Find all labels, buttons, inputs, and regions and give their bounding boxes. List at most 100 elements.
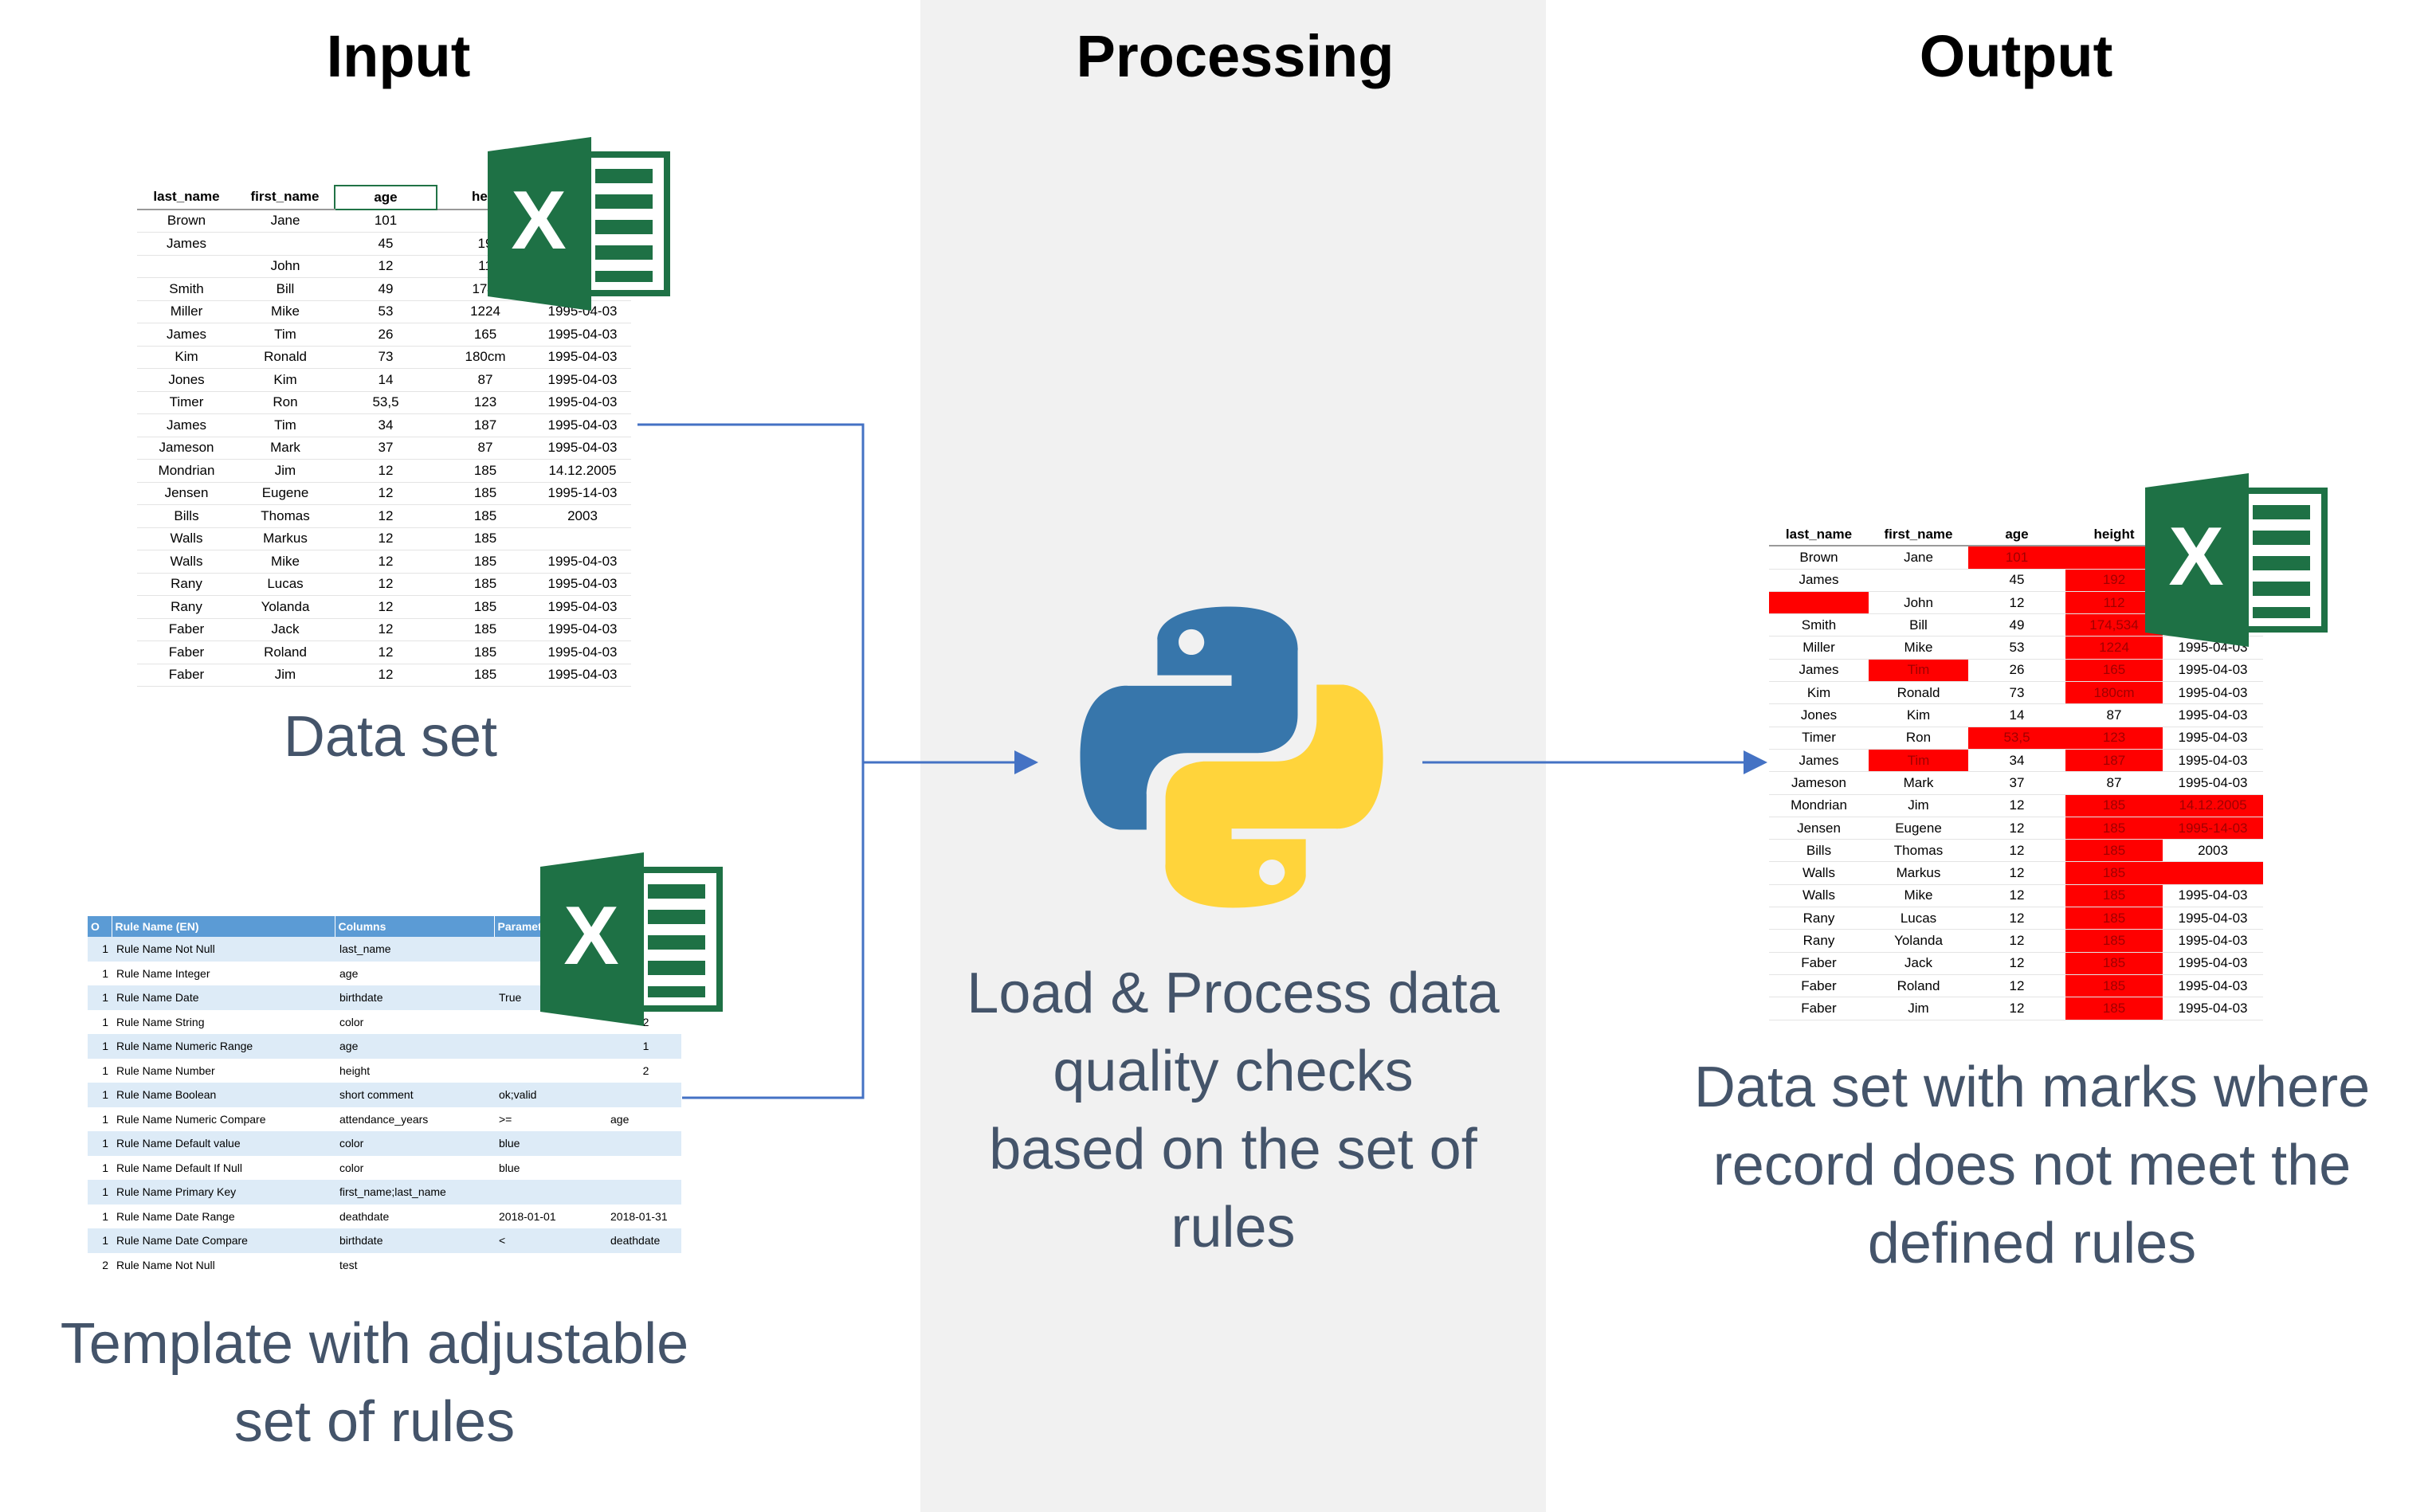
table-cell: Mark (236, 437, 335, 460)
flagged-cell: 185 (2065, 817, 2163, 840)
table-cell: Walls (137, 550, 236, 574)
table-cell: Eugene (1869, 817, 1968, 840)
table-cell: 1995-04-03 (534, 437, 631, 460)
table-cell: 12 (335, 640, 437, 664)
table-cell: 1 (102, 1161, 108, 1174)
flagged-cell: 185 (2065, 861, 2163, 885)
table-cell: 87 (2065, 771, 2163, 795)
table-cell: Kim (236, 368, 335, 392)
table-cell: 1995-04-03 (2163, 929, 2263, 953)
table-cell: 34 (1968, 749, 2065, 773)
table-cell: >= (499, 1112, 512, 1126)
table-cell: 12 (1968, 974, 2065, 998)
table-cell (494, 1253, 606, 1278)
column-header: last_name (137, 186, 236, 210)
table-cell (606, 1180, 681, 1205)
flagged-cell: 185 (2065, 839, 2163, 863)
table-cell: short comment (335, 1083, 494, 1107)
table-cell: Tim (236, 413, 335, 437)
table-cell: 1 (88, 1131, 112, 1156)
table-cell: age (339, 966, 359, 980)
table-cell: 1 (102, 1015, 108, 1028)
table-cell: Faber (1769, 997, 1869, 1020)
table-cell: Markus (236, 527, 335, 550)
table-row: 2 Rule Name Not Null test (88, 1253, 681, 1278)
table-cell: Rule Name Not Null (116, 1258, 215, 1271)
table-cell: 12 (1968, 952, 2065, 975)
table-cell: 87 (437, 437, 534, 460)
table-cell: age (610, 1112, 630, 1126)
flagged-cell: 101 (1968, 546, 2065, 570)
table-cell: Mike (1869, 884, 1968, 908)
table-cell: 45 (335, 232, 437, 256)
table-cell: James (137, 413, 236, 437)
table-cell: 12 (1968, 997, 2065, 1020)
table-cell: 12 (1968, 794, 2065, 817)
table-cell: Walls (1769, 884, 1869, 908)
table-cell: 2 (102, 1258, 108, 1271)
table-cell: 12 (335, 595, 437, 619)
table-cell: Mark (1869, 771, 1968, 795)
caption-line: quality checks (1053, 1040, 1414, 1103)
table-cell: 185 (437, 527, 534, 550)
table-cell (606, 1253, 681, 1278)
table-cell: 1995-04-03 (534, 413, 631, 437)
table-cell: Rule Name Default value (112, 1131, 335, 1156)
table-cell: Tim (236, 323, 335, 347)
table-cell: 12 (1968, 929, 2065, 953)
table-cell: 1995-04-03 (534, 618, 631, 641)
table-cell: 1995-04-03 (2163, 974, 2263, 998)
caption-line: set of rules (233, 1390, 516, 1454)
table-cell: 1995-04-03 (534, 391, 631, 414)
table-cell: color (339, 1015, 364, 1028)
table-cell: Kim (1769, 681, 1869, 705)
table-cell: deathdate (339, 1209, 390, 1223)
table-cell: Jensen (1769, 817, 1869, 840)
table-cell: 1995-04-03 (2163, 681, 2263, 705)
table-cell (137, 255, 236, 278)
table-cell: 185 (437, 504, 534, 528)
table-cell: John (1869, 591, 1968, 615)
table-cell: 101 (335, 209, 437, 233)
table-cell: 185 (437, 573, 534, 596)
table-cell: Jameson (137, 437, 236, 460)
table-cell: Miller (1769, 636, 1869, 660)
table-cell: 185 (437, 550, 534, 574)
table-cell: 1995-04-03 (2163, 884, 2263, 908)
table-cell: 1995-04-03 (534, 346, 631, 369)
table-cell: 1 (88, 985, 112, 1010)
caption-line: Data set with marks where (1693, 1056, 2371, 1119)
processing-heading: Processing (1076, 23, 1395, 89)
caption-line: based on the set of (989, 1118, 1477, 1181)
table-cell: test (339, 1258, 358, 1271)
table-cell: attendance_years (339, 1112, 429, 1126)
flagged-cell: Tim (1869, 749, 1968, 773)
flagged-cell: 1995-14-03 (2163, 817, 2263, 840)
excel-icon: X (2145, 473, 2328, 647)
table-cell (494, 1034, 606, 1059)
svg-text:X: X (2168, 511, 2223, 603)
table-cell: 53 (335, 300, 437, 323)
table-cell: 12 (335, 664, 437, 687)
table-cell: Jack (236, 618, 335, 641)
table-cell: Lucas (236, 573, 335, 596)
table-cell: color (335, 1131, 494, 1156)
caption-line: defined rules (1867, 1212, 2197, 1275)
flagged-cell: 185 (2065, 884, 2163, 908)
flagged-cell: 185 (2065, 974, 2163, 998)
table-cell: Bills (137, 504, 236, 528)
